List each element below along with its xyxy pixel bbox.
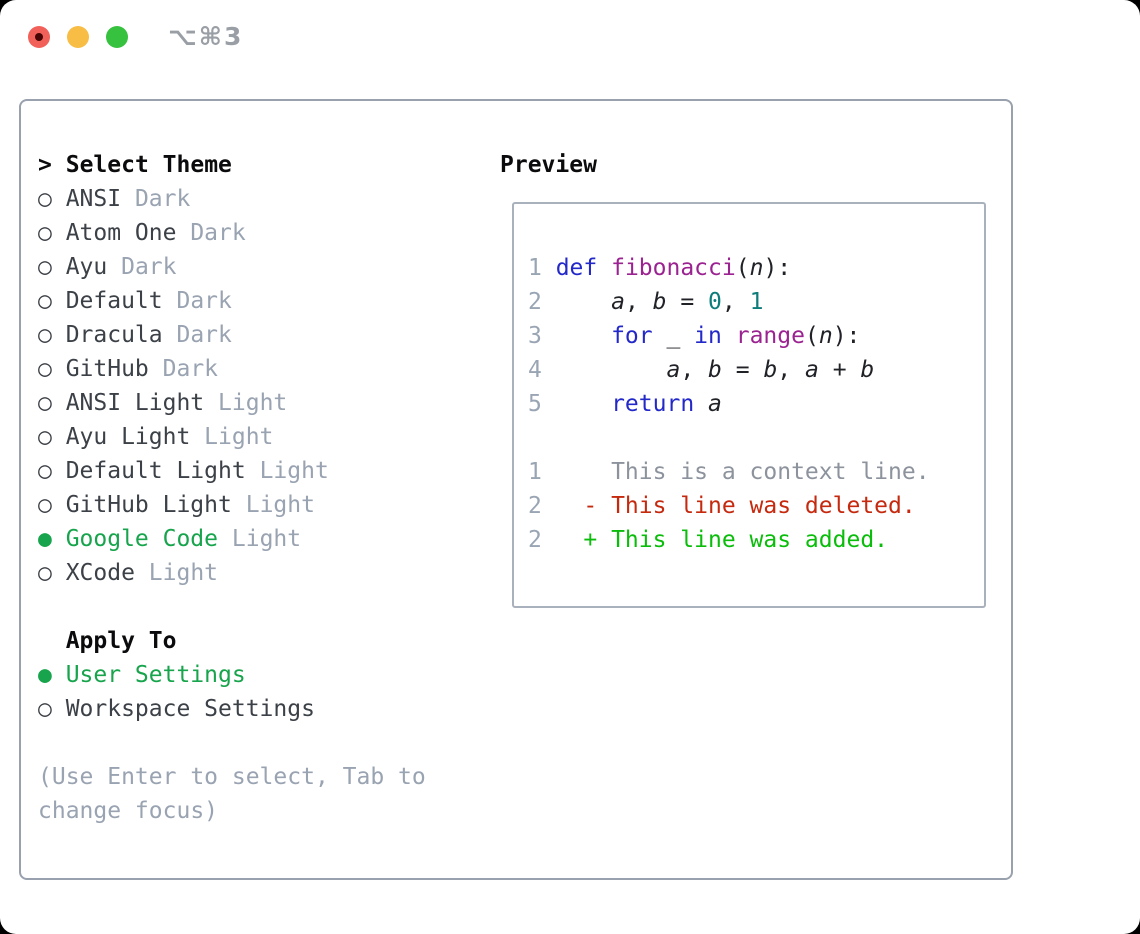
theme-variant: Light [148,560,219,586]
theme-option-ayu-light-light[interactable]: ○ Ayu Light Light [38,420,426,454]
code-line: 3 for _ in range(n): [528,319,930,353]
apply-to-header: Apply To [38,624,426,658]
code-line: 4 a, b = b, a + b [528,353,930,387]
line-number: 1 [528,459,542,485]
radio-icon: ○ [38,560,52,586]
theme-list: ○ ANSI Dark ○ Atom One Dark ○ Ayu Dark ○ Defaul… [38,182,426,590]
unsaved-indicator-icon [35,33,43,41]
theme-option-xcode-light[interactable]: ○ XCode Light [38,556,426,590]
apply-option-workspace-settings[interactable]: ○ Workspace Settings [38,692,426,726]
theme-name: GitHub [65,356,149,382]
maximize-button[interactable] [106,26,128,48]
apply-option-label: Workspace Settings [65,696,315,722]
radio-icon: ○ [38,492,52,518]
line-number: 5 [528,391,542,417]
radio-selected-icon: ● [38,526,52,552]
radio-selected-icon: ● [38,662,52,688]
theme-variant: Light [218,390,288,416]
minimize-button[interactable] [67,26,89,48]
theme-variant: Light [204,424,274,450]
theme-name: Dracula [65,322,163,348]
help-text-line-1: (Use Enter to select, Tab to [38,764,426,790]
help-text-line-2: change focus) [38,798,219,824]
close-button[interactable] [28,26,50,48]
theme-name: GitHub Light [65,492,232,518]
spacer [38,590,426,624]
theme-option-ansi-light-light[interactable]: ○ ANSI Light Light [38,386,426,420]
theme-option-ayu-dark[interactable]: ○ Ayu Dark [38,250,426,284]
theme-variant: Light [259,458,329,484]
apply-to-title: Apply To [65,628,177,654]
spacer [38,726,426,760]
apply-option-label: User Settings [65,662,246,688]
theme-option-google-code-light[interactable]: ● Google Code Light [38,522,426,556]
theme-variant: Dark [162,356,219,382]
radio-icon: ○ [38,390,52,416]
blank-line [528,421,930,455]
apply-option-user-settings[interactable]: ● User Settings [38,658,426,692]
line-number: 4 [528,357,542,383]
diff-deleted-line: 2 - This line was deleted. [528,489,930,523]
radio-icon: ○ [38,458,52,484]
line-number: 3 [528,323,542,349]
apply-to-list: ● User Settings ○ Workspace Settings [38,658,426,726]
theme-selector: > Select Theme ○ANSI Dark○Atom One Dark○… [38,148,426,828]
theme-variant: Dark [190,220,246,246]
diff-added-line: 2 + This line was added. [528,523,930,557]
theme-name: Atom One [65,220,177,246]
theme-variant: Dark [176,288,232,314]
theme-name: Default Light [65,458,246,484]
select-theme-header: > Select Theme [38,148,426,182]
theme-selector-panel: > Select Theme ○ANSI Dark○Atom One Dark○… [19,99,1013,880]
window-controls [28,26,128,48]
theme-option-default-dark[interactable]: ○ Default Dark [38,284,426,318]
line-number: 2 [528,289,542,315]
code-line: 2 a, b = 0, 1 [528,285,930,319]
preview-title: Preview [500,152,597,178]
theme-name: ANSI Light [65,390,205,416]
line-number: 1 [528,255,542,281]
theme-variant: Light [245,492,315,518]
theme-name: XCode [65,560,135,586]
theme-variant: Dark [176,322,232,348]
theme-name: ANSI [65,186,122,212]
diff-context-line: 1 This is a context line. [528,455,930,489]
select-theme-title: Select Theme [65,152,232,178]
radio-icon: ○ [38,322,52,348]
line-number: 2 [528,493,542,519]
radio-icon: ○ [38,254,52,280]
theme-name: Default [65,288,163,314]
theme-name: Ayu Light [65,424,191,450]
radio-icon: ○ [38,424,52,450]
theme-option-atom-one-dark[interactable]: ○ Atom One Dark [38,216,426,250]
window-title: ⌥⌘3 [168,22,244,51]
selection-cursor-icon: > [38,152,52,178]
theme-variant: Dark [121,254,177,280]
theme-name: Ayu [65,254,108,280]
radio-icon: ○ [38,696,52,722]
theme-option-ansi-dark[interactable]: ○ ANSI Dark [38,182,426,216]
theme-option-github-dark[interactable]: ○ GitHub Dark [38,352,426,386]
line-number: 2 [528,527,542,553]
radio-icon: ○ [38,288,52,314]
theme-name: Google Code [65,526,219,552]
theme-variant: Dark [134,186,191,212]
theme-variant: Light [231,526,302,552]
radio-icon: ○ [38,356,52,382]
theme-option-default-light-light[interactable]: ○ Default Light Light [38,454,426,488]
theme-option-dracula-dark[interactable]: ○ Dracula Dark [38,318,426,352]
radio-icon: ○ [38,220,52,246]
theme-option-github-light-light[interactable]: ○ GitHub Light Light [38,488,426,522]
code-line: 5 return a [528,387,930,421]
radio-icon: ○ [38,186,52,212]
